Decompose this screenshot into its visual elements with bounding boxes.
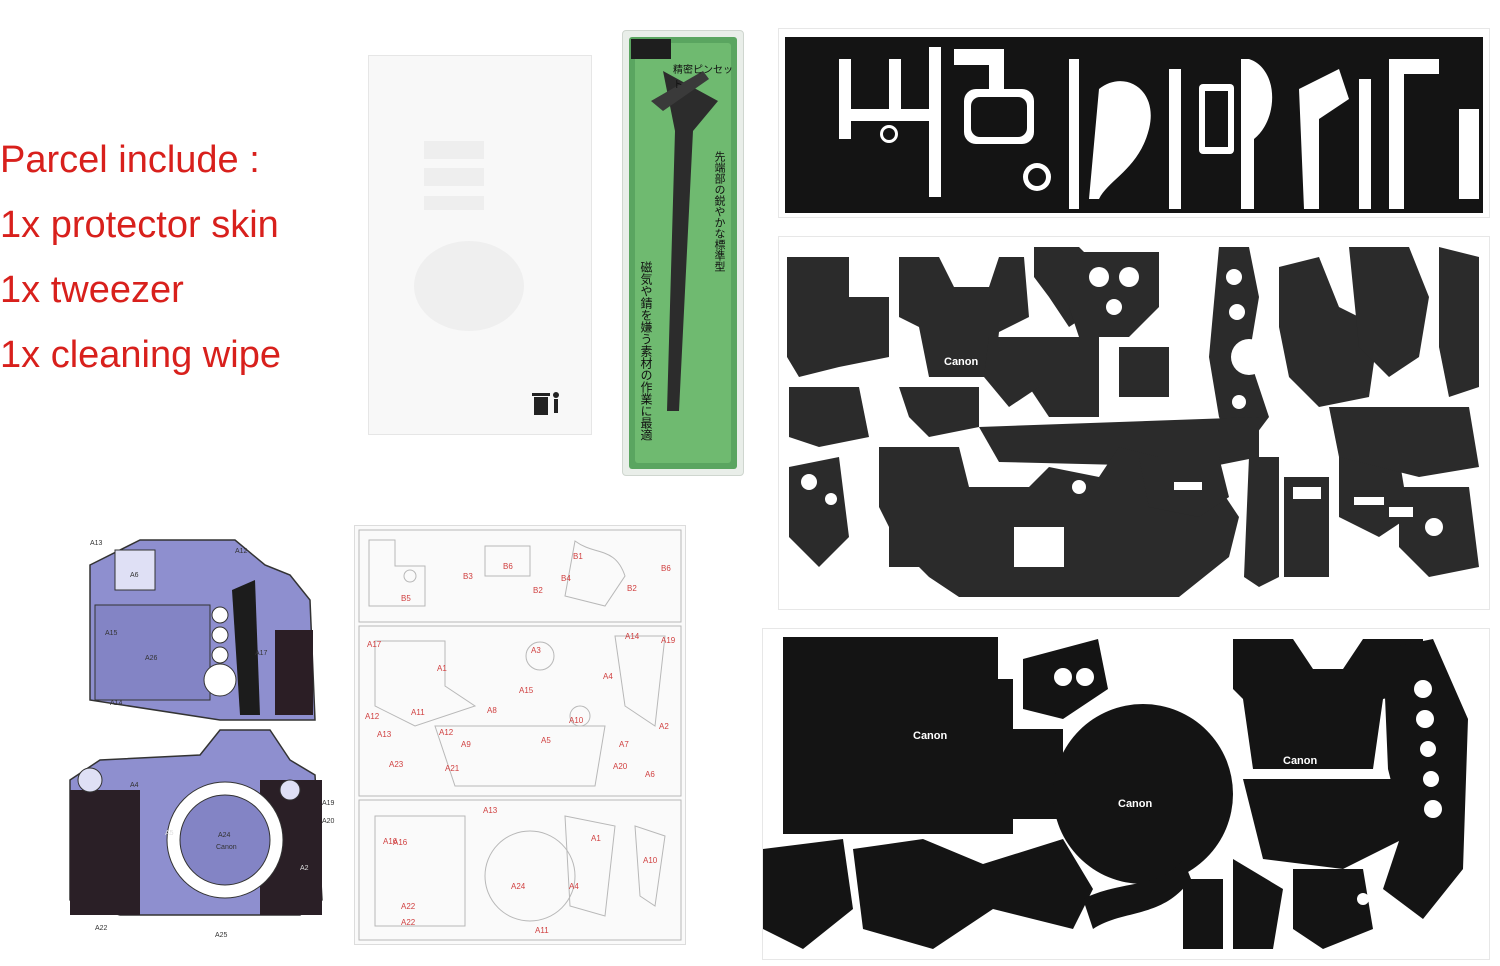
- outline-template-sheets: B1 B3 B6 B4 B6 B5 B2 B2 A17 A3 A14 A19 A…: [354, 525, 686, 945]
- label-a5: A5: [165, 830, 174, 837]
- parcel-item-skin: 1x protector skin: [0, 204, 279, 246]
- label-sa-a5: A5: [541, 736, 551, 745]
- label-a25: A25: [215, 932, 228, 939]
- canon-logo-middle: Canon: [944, 356, 979, 368]
- label-sa-a2: A2: [659, 722, 669, 731]
- label-b1: B1: [573, 552, 583, 561]
- tweezer-package-title: 精密ピンセット: [673, 65, 733, 91]
- label-a26: A26: [145, 655, 158, 662]
- label-sc-a4: A4: [569, 882, 579, 891]
- label-sc-a22: A22: [401, 902, 416, 911]
- skin-sheet-bottom-drawing: Canon Canon Canon: [763, 637, 1468, 949]
- camera-back-view: [89, 539, 316, 721]
- label-b5: B5: [401, 594, 411, 603]
- label-b4: B4: [561, 574, 571, 583]
- label-sc-a11: A11: [535, 926, 549, 935]
- label-sc-a10: A10: [643, 856, 658, 865]
- skin-sheet-top: [778, 28, 1490, 218]
- label-sc-a13: A13: [483, 806, 498, 815]
- label-a22: A22: [95, 925, 108, 932]
- label-a4: A4: [130, 782, 139, 789]
- label-a13: A13: [90, 540, 103, 547]
- label-sc-a1: A1: [591, 834, 601, 843]
- parcel-item-tweezer: 1x tweezer: [0, 269, 184, 311]
- label-sc-a16: A16: [393, 838, 408, 847]
- label-b6-right: B6: [661, 564, 671, 573]
- label-sc-a22b: A22: [401, 918, 416, 927]
- label-sa-a12: A12: [365, 712, 380, 721]
- label-a24: A24: [218, 832, 231, 839]
- label-sa-a13: A13: [377, 730, 392, 739]
- parcel-item-wipe: 1x cleaning wipe: [0, 334, 281, 376]
- label-a15: A15: [105, 630, 118, 637]
- label-sa-a9: A9: [461, 740, 471, 749]
- skin-sheet-middle: Canon: [778, 236, 1490, 610]
- label-b2: B2: [533, 586, 543, 595]
- camera-front-view: [69, 729, 323, 916]
- tweezer-package-text-2: 磁気や錆を嫌う素材の作業に最適: [639, 261, 653, 441]
- skin-sheet-bottom: Canon Canon Canon: [762, 628, 1490, 960]
- tweezer-package-text-1: 先端部の鋭やかな標準型: [713, 151, 725, 272]
- label-sa-a1: A1: [437, 664, 447, 673]
- label-b6: B6: [503, 562, 513, 571]
- label-sa-a10: A10: [569, 716, 584, 725]
- cleaning-wipe-image: [368, 55, 592, 435]
- label-sa-a7: A7: [619, 740, 629, 749]
- cleaning-wipe-illustration: [414, 141, 559, 415]
- label-a17: A17: [255, 650, 268, 657]
- canon-logo-bottom-circle: Canon: [1118, 798, 1153, 810]
- label-sa-a8: A8: [487, 706, 497, 715]
- canon-logo-bottom-right: Canon: [1283, 755, 1318, 767]
- label-sa-a14: A14: [625, 632, 640, 641]
- label-sa-a21: A21: [445, 764, 460, 773]
- label-sa-a4: A4: [603, 672, 613, 681]
- trash-icon: [532, 392, 559, 415]
- tweezer-illustration: [629, 37, 737, 469]
- label-sa-a16: A16: [383, 837, 398, 846]
- label-sc-a24: A24: [511, 882, 526, 891]
- label-b3: B3: [463, 572, 473, 581]
- label-a20: A20: [322, 818, 335, 825]
- tweezer-package-image: 先端部の鋭やかな標準型 磁気や錆を嫌う素材の作業に最適 精密ピンセット: [622, 30, 744, 476]
- label-sa-a12b: A12: [439, 728, 454, 737]
- label-sa-a17: A17: [367, 640, 382, 649]
- label-a14: A14: [110, 700, 123, 707]
- label-sa-a3: A3: [531, 646, 541, 655]
- label-b2-right: B2: [627, 584, 637, 593]
- label-sa-a19: A19: [661, 636, 676, 645]
- camera-illustration: [69, 539, 323, 916]
- parcel-contents-text: Parcel include : 1x protector skin 1x tw…: [0, 128, 360, 388]
- label-a19: A19: [322, 800, 335, 807]
- skin-sheet-middle-drawing: Canon: [787, 247, 1479, 597]
- label-sa-a11: A11: [411, 708, 425, 717]
- label-sa-a23: A23: [389, 760, 404, 769]
- outline-template-drawing: [358, 529, 682, 941]
- label-canon-diagram: Canon: [216, 844, 237, 851]
- label-sa-a20: A20: [613, 762, 628, 771]
- parcel-heading: Parcel include :: [0, 139, 260, 181]
- label-a6: A6: [130, 572, 139, 579]
- skin-sheet-top-drawing: [785, 37, 1483, 213]
- camera-diagram: A13 A12 A6 A15 A26 A17 A14 A4 A19 A20 A2…: [60, 520, 350, 950]
- label-sa-a15: A15: [519, 686, 534, 695]
- label-a12: A12: [235, 548, 248, 555]
- label-sa-a6: A6: [645, 770, 655, 779]
- canon-logo-bottom-left: Canon: [913, 730, 948, 742]
- label-a2: A2: [300, 865, 309, 872]
